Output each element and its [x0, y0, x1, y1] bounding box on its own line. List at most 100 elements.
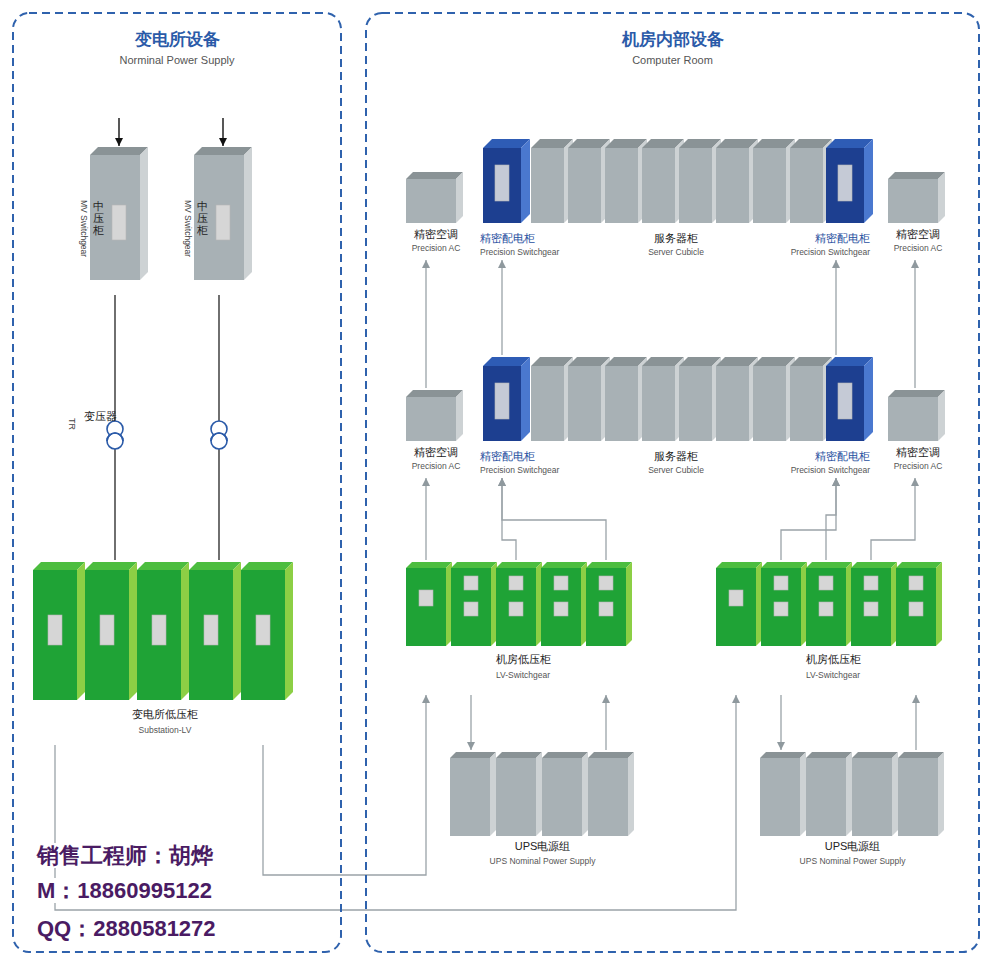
cabinet [851, 562, 897, 646]
cabinet-window [864, 602, 878, 616]
cabinet [496, 752, 542, 836]
node-title: 中压柜 [197, 200, 208, 236]
cabinet-window [554, 576, 568, 590]
node-title: UPS电源组 [440, 840, 645, 853]
ups-bank: UPS电源组UPS Nominal Power Supply [440, 750, 645, 880]
node-subtitle: Precision AC [400, 243, 472, 253]
cabinet [483, 139, 530, 223]
node-title: 机房内部设备 [365, 30, 980, 50]
cabinet [761, 562, 807, 646]
region-panel: 变电所设备Norminal Power Supply中压柜MV Switchge… [12, 12, 342, 953]
feed-arrow [780, 695, 781, 750]
cabinet-window [838, 165, 852, 201]
cabinet-window [819, 602, 833, 616]
mv-switchgear: 中压柜MV Switchgear [176, 145, 258, 295]
feed-arrow [914, 260, 915, 388]
cabinet-window [256, 615, 270, 645]
node-subtitle: LV-Switchgear [403, 670, 643, 680]
cabinet [137, 562, 189, 700]
cabinet-window [774, 602, 788, 616]
cabinet [189, 562, 241, 700]
feed-arrow [835, 260, 836, 355]
lv-switchgear-bank: 变电所低压柜 Substation-LV [30, 560, 300, 745]
server-cabinet-row: 服务器柜Server Cubicle [522, 137, 830, 260]
region-panel: 机房内部设备Computer Room精密空调Precision AC精密配电柜… [365, 12, 980, 953]
cabinet [716, 562, 762, 646]
cabinet [753, 139, 795, 223]
cabinet [568, 139, 610, 223]
cabinet [451, 562, 497, 646]
node-title: 精密配电柜 [770, 232, 870, 245]
precision-ac: 精密空调 Precision AC [882, 170, 954, 260]
cabinet [605, 139, 647, 223]
node-title: UPS电源组 [750, 840, 955, 853]
feed-arrow [501, 260, 502, 355]
feed-arrow [871, 478, 915, 560]
cabinet [605, 357, 647, 441]
node-subtitle: Substation-LV [30, 725, 300, 735]
cabinet [826, 357, 873, 441]
cabinet-window [509, 602, 523, 616]
node-title: 精密空调 [400, 446, 472, 459]
lv-switchgear-bank: 机房低压柜LV-Switchgear [403, 560, 643, 695]
cabinet-window [112, 205, 126, 240]
cabinet-window [909, 602, 923, 616]
cabinet [642, 139, 684, 223]
cabinet-window [599, 602, 613, 616]
mv-switchgear: 中压柜MV Switchgear [72, 145, 154, 295]
node-title: 机房低压柜 [713, 653, 953, 666]
transformer-symbol [211, 421, 227, 449]
feed-arrow [118, 118, 119, 146]
node-subtitle: Precision AC [400, 461, 472, 471]
cabinet-window [464, 576, 478, 590]
part-label: TR [67, 418, 76, 430]
server-cabinet-row: 服务器柜Server Cubicle [522, 355, 830, 478]
cabinet [531, 357, 573, 441]
precision-ac: 精密空调 Precision AC [400, 388, 472, 478]
feed-arrow [826, 478, 836, 560]
cabinet [753, 357, 795, 441]
cabinet-window [495, 165, 509, 201]
cabinet-window [204, 615, 218, 645]
node-subtitle: Precision AC [882, 461, 954, 471]
cabinet-window [864, 576, 878, 590]
cabinet [898, 752, 944, 836]
cabinet [790, 357, 832, 441]
node-subtitle: UPS Nominal Power Supply [750, 856, 955, 866]
node-title: 变电所设备 [12, 30, 342, 50]
ups-bank: UPS电源组 UPS Nominal Power Supply [750, 750, 955, 880]
cabinet [568, 357, 610, 441]
node-subtitle: Server Cubicle [522, 465, 830, 475]
cabinet [496, 562, 542, 646]
precision-switchgear: 精密配电柜 Precision Switchgear [770, 137, 870, 260]
cabinet [406, 390, 463, 441]
part-label: 变压器 [84, 410, 95, 422]
cabinet [85, 562, 137, 700]
cabinet-drawing [12, 12, 342, 953]
cabinet-window [838, 383, 852, 419]
precision-ac: 精密空调Precision AC [882, 388, 954, 478]
node-title: 精密空调 [882, 228, 954, 241]
cabinet [760, 752, 806, 836]
node-subtitle: LV-Switchgear [713, 670, 953, 680]
cabinet [542, 752, 588, 836]
cabinet-window [599, 576, 613, 590]
transformer-symbol [107, 421, 123, 449]
node-subtitle: Precision Switchgear [480, 247, 580, 257]
cabinet-window [509, 576, 523, 590]
cabinet [450, 752, 496, 836]
node-subtitle: Precision AC [882, 243, 954, 253]
feed-arrow [425, 478, 426, 560]
lv-switchgear-bank: 机房低压柜 LV-Switchgear [713, 560, 953, 695]
node-title: 变电所低压柜 [30, 708, 300, 721]
feed-arrow [915, 695, 916, 750]
node-subtitle: Precision Switchgear [770, 247, 870, 257]
cabinet [483, 357, 530, 441]
cabinet [806, 562, 852, 646]
cabinet [716, 139, 758, 223]
cabinet [90, 147, 148, 280]
cabinet [826, 139, 873, 223]
feed-arrow [263, 695, 426, 875]
cabinet [642, 357, 684, 441]
